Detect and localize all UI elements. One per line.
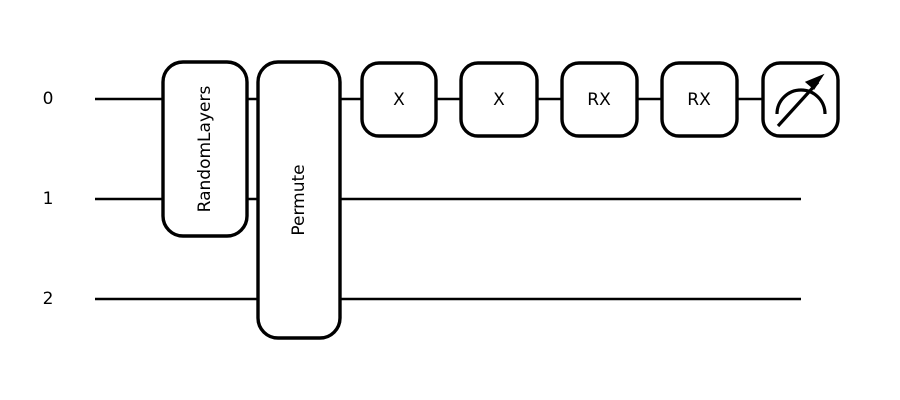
wire-label-2: 2: [43, 289, 54, 309]
gate-permute-box[interactable]: [256, 60, 342, 340]
gate-rx-2-box[interactable]: [660, 61, 739, 138]
meter-arrowhead-shape: [804, 73, 825, 90]
gate-rx-1-box[interactable]: [560, 61, 639, 138]
gate-randomlayers[interactable]: RandomLayers: [161, 60, 249, 238]
gate-randomlayers-box[interactable]: [161, 60, 249, 238]
gate-randomlayers-label: RandomLayers: [195, 86, 215, 213]
gate-rx-1-label: RX: [587, 90, 611, 110]
gate-permute-label: Permute: [289, 164, 309, 235]
wire-label-0: 0: [43, 89, 54, 109]
gate-rx-2[interactable]: RX: [660, 61, 739, 138]
gate-permute[interactable]: Permute: [256, 60, 342, 340]
measure-meter-icon: [775, 73, 827, 128]
gate-x-1[interactable]: X: [360, 61, 438, 138]
gate-x-2[interactable]: X: [459, 61, 539, 138]
gate-x-2-box[interactable]: [459, 61, 539, 138]
gate-x-1-box[interactable]: [360, 61, 438, 138]
gate-rx-2-label: RX: [687, 90, 711, 110]
gate-x-2-label: X: [493, 90, 505, 110]
gate-rx-1[interactable]: RX: [560, 61, 639, 138]
gate-measurement[interactable]: [761, 61, 840, 138]
wire-label-1: 1: [43, 189, 54, 209]
meter-arc-shape: [775, 88, 827, 115]
gate-x-1-label: X: [393, 90, 405, 110]
meter-needle-shape: [776, 80, 820, 128]
